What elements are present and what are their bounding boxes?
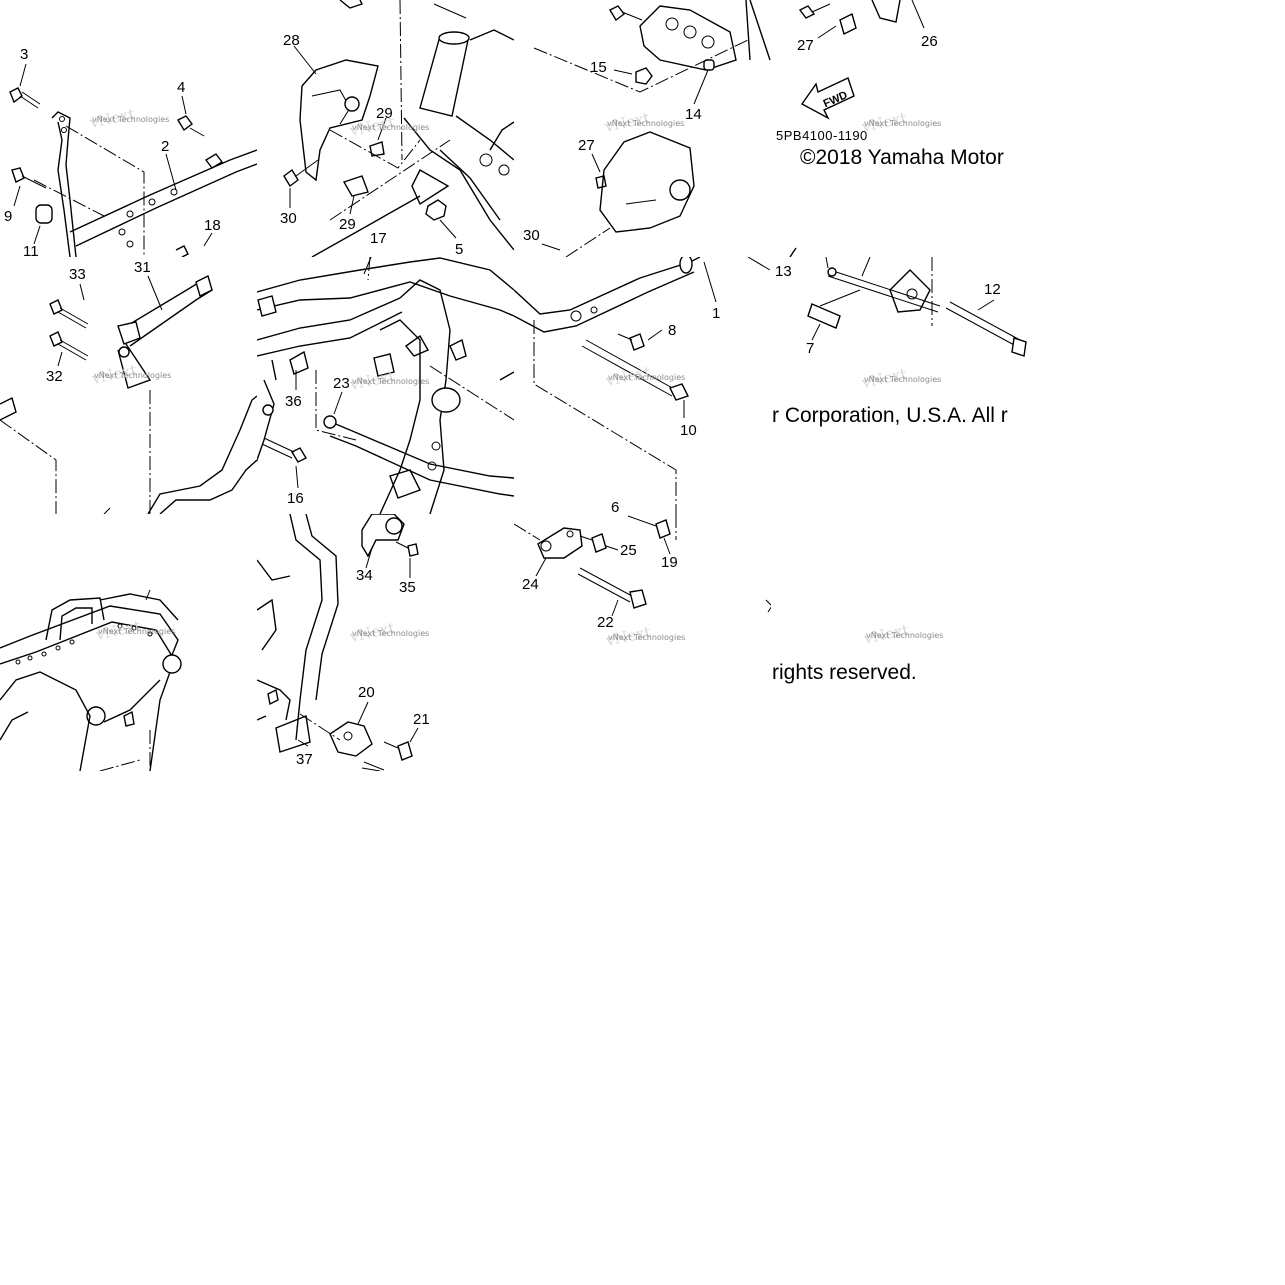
svg-text:vNext Technologies: vNext Technologies [864,119,941,128]
watermark: vNext vNext Technologies [602,109,684,136]
svg-text:vNext Technologies: vNext Technologies [607,119,684,128]
callout-22: 22 [597,614,614,631]
watermark: vNext vNext Technologies [87,105,169,132]
watermark: vNext vNext Technologies [93,617,175,644]
callout-7: 7 [806,340,814,357]
callout-18: 18 [204,217,221,234]
callout-36: 36 [285,393,302,410]
callout-28: 28 [283,32,300,49]
part-code-label: 5PB4100-1190 [776,128,868,143]
copyright-line-3: rights reserved. [772,661,917,684]
callout-6: 6 [611,499,619,516]
callout-11: 11 [23,243,39,260]
callout-37: 37 [296,751,313,768]
callout-12: 12 [984,281,1001,298]
callout-33: 33 [69,266,86,283]
callout-1: 1 [712,305,720,322]
svg-text:vNext Technologies: vNext Technologies [98,627,175,636]
tile-mid-right-b [807,257,1027,357]
svg-text:vNext Technologies: vNext Technologies [352,629,429,638]
watermark: vNext vNext Technologies [603,623,685,650]
callout-24: 24 [522,576,539,593]
svg-text:vNext Technologies: vNext Technologies [864,375,941,384]
tile-top-center [283,0,514,257]
tile-mid-right-a [514,257,771,514]
callout-9: 9 [4,208,12,225]
callout-13: 13 [775,263,792,280]
callout-29-upper: 29 [376,105,393,122]
watermark: vNext vNext Technologies [603,363,685,390]
callout-34: 34 [356,567,373,584]
svg-text:vNext Technologies: vNext Technologies [92,115,169,124]
watermark: vNext vNext Technologies [861,621,943,648]
callout-17: 17 [370,230,387,247]
svg-text:vNext Technologies: vNext Technologies [608,633,685,642]
watermark: vNext vNext Technologies [89,361,171,388]
callout-20: 20 [358,684,375,701]
svg-text:vNext Technologies: vNext Technologies [608,373,685,382]
svg-text:vNext Technologies: vNext Technologies [352,377,429,386]
callout-30-left: 30 [280,210,297,227]
watermark: vNext vNext Technologies [859,109,941,136]
callout-16: 16 [287,490,304,507]
callout-4: 4 [177,79,185,96]
watermark: vNext vNext Technologies [347,113,429,140]
callout-21: 21 [413,711,430,728]
callout-8: 8 [668,322,676,339]
tile-mid-center [257,257,514,514]
callout-25: 25 [620,542,637,559]
callout-15: 15 [590,59,607,76]
callout-27-right: 27 [797,37,814,54]
watermark: vNext vNext Technologies [347,619,429,646]
copyright-line-2: r Corporation, U.S.A. All r [772,404,1008,427]
callout-26: 26 [921,33,938,50]
callout-32: 32 [46,368,63,385]
watermark: vNext vNext Technologies [859,365,941,392]
callout-35: 35 [399,579,416,596]
tile-mid-left [0,274,257,514]
svg-text:vNext Technologies: vNext Technologies [866,631,943,640]
callout-labels: 3 4 2 9 11 18 33 31 32 28 29 30 29 17 5 … [4,32,1001,768]
svg-text:vNext Technologies: vNext Technologies [94,371,171,380]
callout-29-lower: 29 [339,216,356,233]
tile-top-left [9,63,257,257]
copyright-line-1: ©2018 Yamaha Motor [800,146,1004,169]
callout-14: 14 [685,106,702,123]
tile-top-right-a [533,0,771,257]
callout-10: 10 [680,422,697,439]
callout-19: 19 [661,554,678,571]
watermark: vNext vNext Technologies [347,367,429,394]
watermarks: vNext vNext Technologies vNext vNext Tec… [87,105,943,650]
fwd-arrow-icon: FWD [800,77,855,120]
tile-bottom-right-a [514,514,771,617]
svg-text:vNext Technologies: vNext Technologies [352,123,429,132]
callout-30-right: 30 [523,227,540,244]
tile-bottom-left [0,589,182,771]
callout-31: 31 [134,259,151,276]
callout-2: 2 [161,138,169,155]
callout-23: 23 [333,375,350,392]
callout-5: 5 [455,241,463,258]
tile-bottom-center [257,514,419,771]
callout-3: 3 [20,46,28,63]
callout-27-center: 27 [578,137,595,154]
